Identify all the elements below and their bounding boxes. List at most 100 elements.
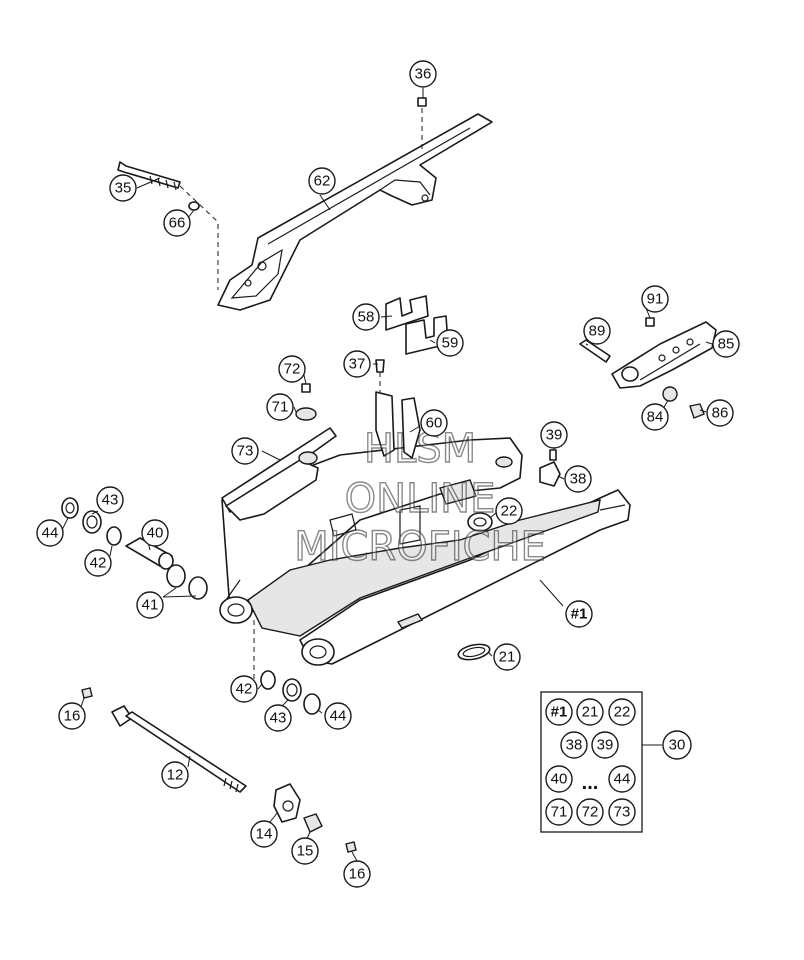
callout-39: 39 <box>540 421 568 449</box>
chain-guard-screw-36 <box>417 97 427 150</box>
callout-14: 14 <box>250 820 278 848</box>
kit-item-22: 22 <box>608 698 636 726</box>
callout-62: 62 <box>308 167 336 195</box>
kit-item-21-label: 21 <box>582 704 599 721</box>
screw-91 <box>645 317 655 327</box>
nut-15 <box>303 813 323 833</box>
clamp-58 <box>385 295 429 331</box>
callout-91: 91 <box>641 285 669 313</box>
nut-86 <box>689 403 705 419</box>
callout-42-left: 42 <box>84 549 112 577</box>
chain-guard <box>217 113 493 311</box>
callout-44-right: 44 <box>324 702 352 730</box>
plate-14 <box>273 783 301 823</box>
kit-ellipsis: ... <box>582 772 599 794</box>
callout-73: 73 <box>231 437 259 465</box>
kit-item-44-label: 44 <box>614 771 631 788</box>
callout-44-right-label: 44 <box>330 708 347 725</box>
kit-item-39: 39 <box>591 731 619 759</box>
kit-item-38: 38 <box>560 731 588 759</box>
kit-item-44: 44 <box>608 765 636 793</box>
callout-40-label: 40 <box>147 525 164 542</box>
callout-60: 60 <box>420 409 448 437</box>
kit-item-40: 40 <box>545 765 573 793</box>
callout-42-right: 42 <box>230 675 258 703</box>
callout-58: 58 <box>352 303 380 331</box>
callout-72-label: 72 <box>284 361 301 378</box>
kit-item-40-label: 40 <box>551 771 568 788</box>
callout-36: 36 <box>409 60 437 88</box>
bolt-89 <box>579 339 611 363</box>
bracket-60 <box>375 372 421 459</box>
kit-item-21: 21 <box>576 698 604 726</box>
ring-21 <box>457 643 491 661</box>
bearing-43-left <box>82 510 102 534</box>
callout-59-label: 59 <box>442 335 459 352</box>
callout-38-label: 38 <box>570 471 587 488</box>
watermark: HLSM ONLINE MICROFICHE <box>293 425 546 570</box>
callout-44-left-label: 44 <box>42 525 59 542</box>
kit-item-38-label: 38 <box>566 737 583 754</box>
callout-91-label: 91 <box>647 291 664 308</box>
callout-42-right-label: 42 <box>236 681 253 698</box>
callout-42-left-label: 42 <box>90 555 107 572</box>
callout-swingarm-1-label: #1 <box>571 606 588 623</box>
callout-66-label: 66 <box>169 215 186 232</box>
callout-72: 72 <box>278 355 306 383</box>
callout-66: 66 <box>163 209 191 237</box>
callout-21-label: 21 <box>499 649 516 666</box>
callout-16-bottom-label: 16 <box>349 866 366 883</box>
callout-21: 21 <box>493 643 521 671</box>
callout-41: 41 <box>136 591 164 619</box>
washer-71 <box>295 407 317 421</box>
callout-43-right-label: 43 <box>270 710 287 727</box>
kit-item-22-label: 22 <box>614 704 631 721</box>
callout-16-bottom: 16 <box>343 860 371 888</box>
callout-86: 86 <box>706 399 734 427</box>
callout-37: 37 <box>343 350 371 378</box>
kit-item-73-label: 73 <box>614 804 631 821</box>
bushing-40 <box>125 537 174 570</box>
callout-40: 40 <box>141 519 169 547</box>
callout-22-label: 22 <box>501 503 518 520</box>
callout-30: 30 <box>662 730 692 760</box>
callout-36-label: 36 <box>415 66 432 83</box>
washer-42-left <box>106 526 122 546</box>
callout-41-label: 41 <box>142 597 159 614</box>
callout-swingarm-1: #1 <box>565 600 593 628</box>
callout-89-label: 89 <box>589 323 606 340</box>
repair-kit-box: #1 21 22 38 39 40 ... 44 71 72 73 30 <box>540 691 692 833</box>
watermark-line-3: MICROFICHE <box>294 524 546 570</box>
callout-43-left-label: 43 <box>102 492 119 509</box>
kit-item-73: 73 <box>608 798 636 826</box>
nut-16-top <box>81 687 93 699</box>
callout-43-left: 43 <box>96 486 124 514</box>
chain-slider <box>221 427 337 521</box>
watermark-line-2: ONLINE <box>345 476 496 522</box>
kit-item-1-label: #1 <box>551 704 568 721</box>
callout-85: 85 <box>712 330 740 358</box>
callout-84: 84 <box>641 403 669 431</box>
callout-85-label: 85 <box>718 336 735 353</box>
screw-72 <box>301 383 311 393</box>
kit-item-72: 72 <box>576 798 604 826</box>
callout-35: 35 <box>109 174 137 202</box>
chain-guard-bolt-35 <box>117 161 219 223</box>
watermark-line-1: HLSM <box>364 426 476 472</box>
callout-89: 89 <box>583 317 611 345</box>
bearing-43-right <box>282 678 302 702</box>
callout-35-label: 35 <box>115 180 132 197</box>
callout-16-top-label: 16 <box>64 708 81 725</box>
kit-item-39-label: 39 <box>597 737 614 754</box>
kit-item-72-label: 72 <box>582 804 599 821</box>
washer-66 <box>188 201 200 211</box>
screw-39 <box>549 449 557 461</box>
seal-44-left <box>61 497 79 519</box>
nut-84 <box>662 386 678 402</box>
nut-16-bottom <box>345 841 357 853</box>
chain-guide <box>611 321 717 389</box>
callout-84-label: 84 <box>647 409 664 426</box>
chain-adjuster-38 <box>539 461 561 487</box>
callout-14-label: 14 <box>256 826 273 843</box>
